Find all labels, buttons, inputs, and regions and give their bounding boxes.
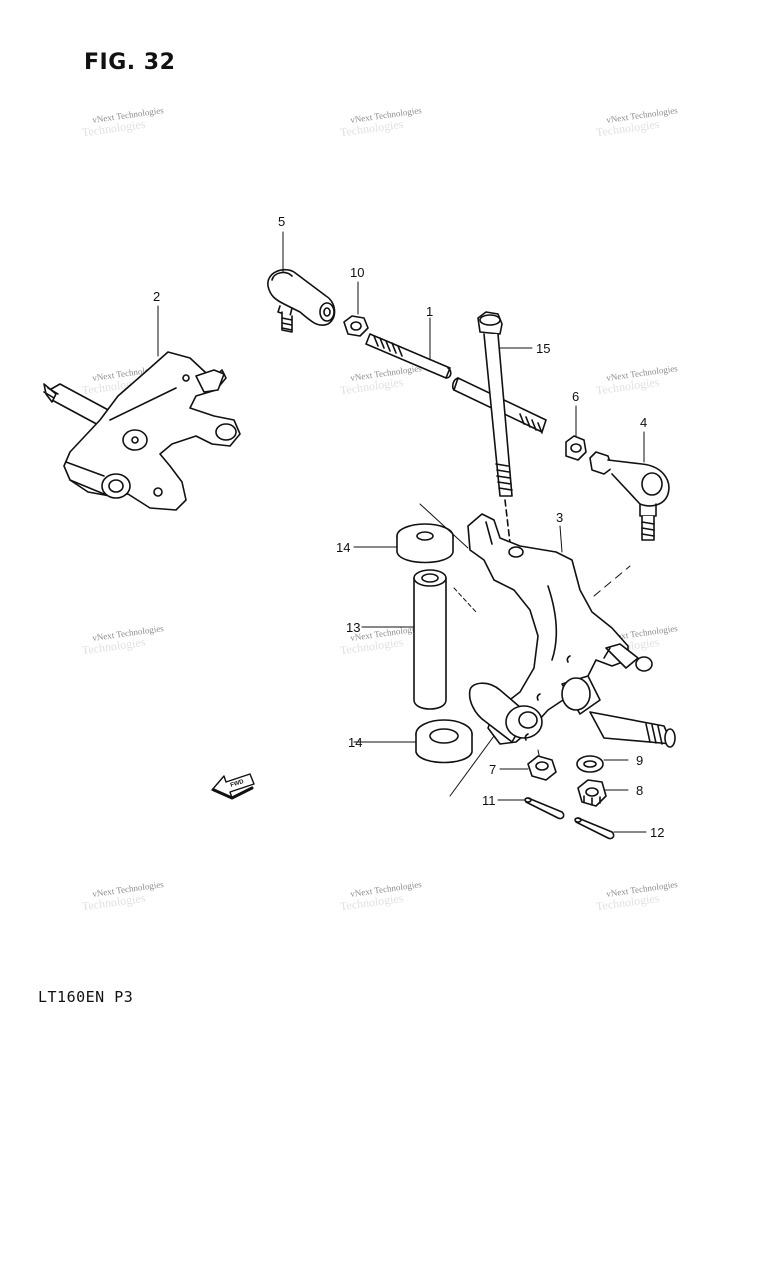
part-3-steering-arm [467, 513, 676, 748]
callout-10: 10 [350, 265, 364, 280]
fwd-label: FWD [230, 779, 245, 789]
part-4-tie-rod-end [589, 451, 670, 541]
callout-15: 15 [536, 341, 550, 356]
callout-3: 3 [556, 510, 563, 525]
figure-title: FIG. 32 [84, 50, 176, 75]
callout-14-upper: 14 [336, 540, 350, 555]
callout-4: 4 [640, 415, 647, 430]
part-13-sleeve [413, 569, 447, 710]
callout-1: 1 [426, 304, 433, 319]
part-10-nut [343, 315, 369, 337]
part-1-tie-rod [365, 333, 547, 434]
part-9-washer [576, 755, 604, 773]
callout-2: 2 [153, 289, 160, 304]
callout-5: 5 [278, 214, 285, 229]
part-12-cotter-pin [574, 817, 615, 840]
fwd-arrow-icon: FWD [211, 773, 255, 800]
callout-9: 9 [636, 753, 643, 768]
callout-8: 8 [636, 783, 643, 798]
diagram-code: LT160EN P3 [38, 988, 134, 1006]
part-2-knuckle [43, 351, 241, 511]
callout-11: 11 [482, 793, 496, 808]
part-11-cotter-pin [524, 797, 565, 820]
callout-14-lower: 14 [348, 735, 362, 750]
part-6-nut [565, 435, 587, 461]
part-14-washer-lower [415, 719, 473, 764]
callout-13: 13 [346, 620, 360, 635]
callout-6: 6 [572, 389, 579, 404]
leader-lines [157, 231, 647, 833]
part-14-washer-upper [396, 523, 454, 564]
assembly-guide-lines [419, 503, 631, 797]
part-8-nut [577, 779, 607, 807]
part-15-bolt [477, 311, 513, 561]
callout-12: 12 [650, 825, 664, 840]
part-5-tie-rod-end [267, 268, 336, 333]
callout-labels: 5 10 1 2 15 6 4 3 14 13 14 7 9 8 11 12 [153, 214, 664, 840]
part-7-nut [527, 755, 557, 781]
callout-7: 7 [489, 762, 496, 777]
